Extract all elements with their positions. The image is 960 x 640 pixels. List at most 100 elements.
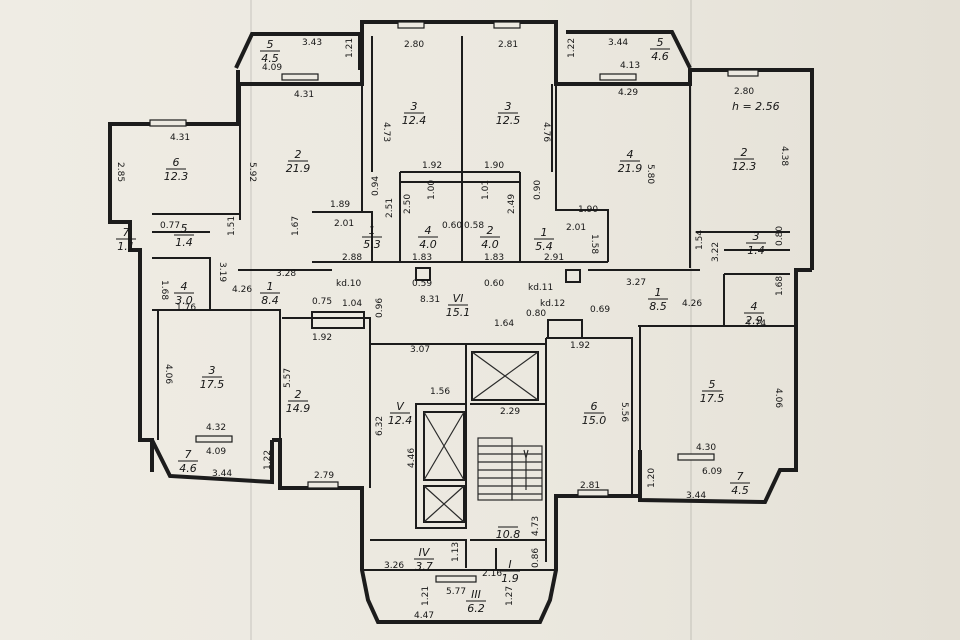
room-number: 5 xyxy=(657,36,664,49)
dimension-label: 0.94 xyxy=(371,176,381,196)
room-number: 3 xyxy=(753,230,760,243)
dimension-label: 1.21 xyxy=(421,586,431,606)
room-area: 8.5 xyxy=(649,300,667,313)
dimension-label: 1.20 xyxy=(647,468,657,488)
dimension-label: 0.75 xyxy=(312,297,332,307)
room-label: 43.0 xyxy=(174,280,194,307)
dimension-label: 1.27 xyxy=(505,586,515,606)
dimension-label: 2.49 xyxy=(507,194,517,214)
room-label: 615.0 xyxy=(582,400,607,427)
room-number: 4 xyxy=(181,280,188,293)
dimension-label: 0.80 xyxy=(775,226,785,246)
dimension-label: 4.26 xyxy=(682,299,702,309)
dimension-label: 1.90 xyxy=(578,205,598,215)
dimension-label: 4.38 xyxy=(779,146,789,166)
dimension-label: 1.92 xyxy=(422,161,442,171)
dimension-label: 4.73 xyxy=(381,122,391,142)
room-area: 5.3 xyxy=(363,238,381,251)
room-label: 212.3 xyxy=(732,146,757,173)
dimension-label: 5.77 xyxy=(446,587,466,597)
dimension-label: 4.76 xyxy=(541,122,551,142)
room-number: 3 xyxy=(505,100,512,113)
room-number: 5 xyxy=(267,38,274,51)
room-area: 4.0 xyxy=(481,238,499,251)
dimension-label: 4.09 xyxy=(262,63,282,73)
dimension-label: 1.92 xyxy=(312,333,332,343)
room-number: 1 xyxy=(655,286,662,299)
dimension-label: 4.30 xyxy=(696,443,716,453)
room-area: 1.4 xyxy=(175,236,193,249)
room-area: 4.5 xyxy=(731,484,749,497)
room-number: 1 xyxy=(369,224,376,237)
room-number: 6 xyxy=(591,400,598,413)
dimension-label: 3.07 xyxy=(410,345,430,355)
room-label: 54.6 xyxy=(650,36,670,63)
dimension-label: 2.16 xyxy=(482,569,502,579)
dimension-label: 1.89 xyxy=(330,200,350,210)
room-area: 10.8 xyxy=(496,528,521,541)
dimension-label: 2.01 xyxy=(334,219,354,229)
dimension-label: 1.74 xyxy=(746,319,766,329)
dimension-label: 1.01 xyxy=(481,180,491,200)
room-label: 18.4 xyxy=(260,280,280,307)
room-label: 421.9 xyxy=(618,148,643,175)
dimension-label: 0.60 xyxy=(484,279,504,289)
dimension-label: 4.06 xyxy=(773,388,783,408)
dimension-label: 2.80 xyxy=(404,40,424,50)
room-area: 21.9 xyxy=(286,162,311,175)
dimension-label: 2.81 xyxy=(580,481,600,491)
dimension-label: 2.80 xyxy=(734,87,754,97)
room-label: 31.4 xyxy=(746,230,766,257)
room-area: 1.9 xyxy=(501,572,519,585)
room-number: 4 xyxy=(425,224,432,237)
dimension-label: 1.68 xyxy=(775,276,785,296)
dimension-label: 6.32 xyxy=(375,416,385,436)
dimension-label: 4.31 xyxy=(170,133,190,143)
room-area: 4.6 xyxy=(179,462,197,475)
room-area: 12.4 xyxy=(388,414,413,427)
dimension-label: 1.21 xyxy=(345,38,355,58)
dimension-label: 3.27 xyxy=(626,278,646,288)
dimension-label: 3.44 xyxy=(212,469,232,479)
dimension-label: 6.09 xyxy=(702,467,722,477)
dimension-label: 1.04 xyxy=(342,299,362,309)
dimension-label: 2.79 xyxy=(314,471,334,481)
room-number: 3 xyxy=(411,100,418,113)
room-label: 312.5 xyxy=(496,100,521,127)
room-number: I xyxy=(508,558,511,571)
dimension-label: 1.58 xyxy=(589,234,599,254)
room-label: 54.5 xyxy=(260,38,280,65)
room-label: V12.4 xyxy=(388,400,413,427)
room-area: 12.4 xyxy=(402,114,427,127)
dimension-label: 1.13 xyxy=(451,542,461,562)
room-area: 12.3 xyxy=(164,170,189,183)
dimension-label: 1.00 xyxy=(427,180,437,200)
dimension-label: 1.68 xyxy=(159,280,169,300)
room-label: 44.0 xyxy=(418,224,438,251)
room-number: V xyxy=(396,400,405,413)
room-area: 15.1 xyxy=(446,306,471,319)
corridor-label: kd.10 xyxy=(336,279,362,289)
corridor-labels: kd.10 kd.11 kd.12 xyxy=(336,279,565,309)
room-number: 7 xyxy=(123,226,130,239)
room-label: 221.9 xyxy=(286,148,311,175)
room-area: 1.1 xyxy=(117,240,135,253)
paper-fold-line xyxy=(250,0,252,640)
dimension-label: 2.01 xyxy=(566,223,586,233)
room-number: 4 xyxy=(627,148,634,161)
dimension-label: 4.13 xyxy=(620,61,640,71)
room-label: 71.1 xyxy=(116,226,136,253)
dimension-label: 1.56 xyxy=(430,387,450,397)
dimension-label: 4.73 xyxy=(531,516,541,536)
room-area: 5.4 xyxy=(535,240,553,253)
dimension-label: 2.81 xyxy=(498,40,518,50)
room-area: 12.5 xyxy=(496,114,521,127)
room-area: 12.3 xyxy=(732,160,757,173)
room-area: 6.2 xyxy=(467,602,485,615)
room-number: 2 xyxy=(487,224,494,237)
dimension-label: 2.50 xyxy=(403,194,413,214)
dimension-label: 2.88 xyxy=(342,253,362,263)
